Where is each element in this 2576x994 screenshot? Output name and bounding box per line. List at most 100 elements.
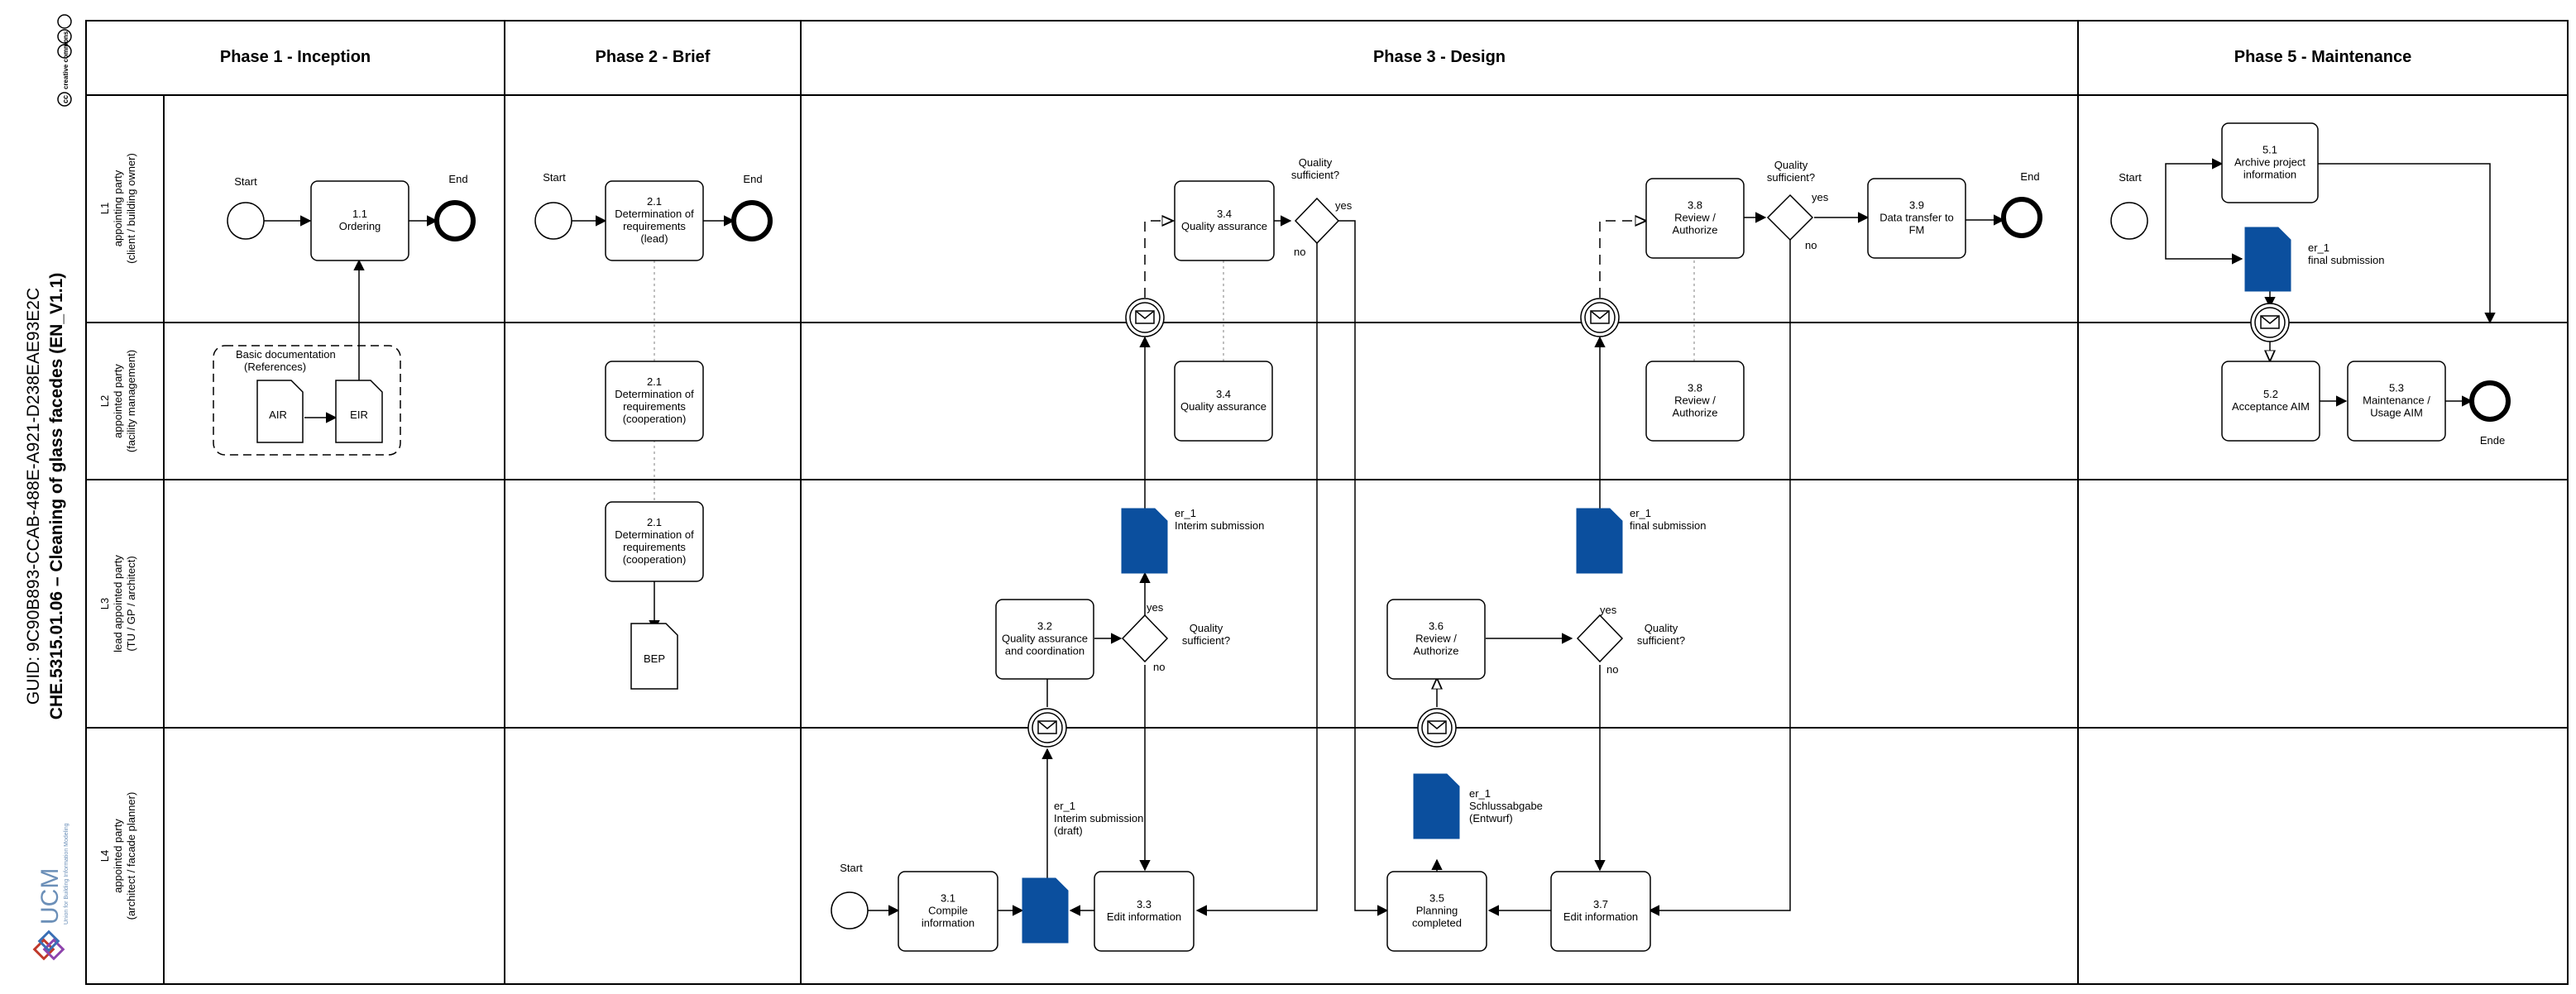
task-box: [995, 599, 1094, 680]
task-label: 5.1: [2262, 144, 2277, 156]
lane-id: L3: [98, 598, 111, 609]
message-event: [2250, 303, 2290, 342]
events: [227, 197, 2511, 929]
lane-subtitle: (client / building owner): [125, 153, 137, 264]
lane-title: appointed party: [112, 819, 124, 893]
gateway-yes: yes: [1147, 601, 1164, 614]
nd-icon: [57, 14, 72, 29]
lane-title: lead appointed party: [112, 555, 124, 652]
gateway-yes: yes: [1812, 191, 1829, 203]
message-events: [1027, 298, 2290, 748]
task-box: [605, 361, 704, 442]
group-label: (References): [244, 361, 306, 373]
doc-label: er_1: [2308, 241, 2329, 254]
flow: [2165, 158, 2224, 221]
lane-header-3: L3 lead appointed party (TU / GP / archi…: [98, 555, 137, 652]
task-box: [2221, 361, 2320, 442]
doc-label: er_1: [1175, 507, 1196, 519]
gateway-3-6: [1576, 614, 1624, 663]
task-label: Review /: [1674, 212, 1716, 224]
lane-id: L1: [98, 203, 111, 214]
task-box: [310, 180, 409, 261]
message-event: [1580, 298, 1620, 337]
start-event-p3: [831, 891, 869, 929]
air-document: [256, 380, 304, 443]
task-label: 3.8: [1688, 199, 1702, 212]
task-box: [1174, 361, 1273, 442]
creative-commons-badge: cc creative commons: [57, 14, 72, 107]
doc-label: Schlussabgabe: [1469, 800, 1543, 812]
task-label: requirements: [623, 220, 686, 232]
task-box: [1174, 180, 1275, 261]
task-box: [2347, 361, 2446, 442]
gateway-question: sufficient?: [1182, 634, 1230, 647]
task-label: 3.5: [1429, 892, 1444, 905]
er-schluss-document: [1413, 773, 1460, 839]
doc-label: Interim submission: [1054, 812, 1143, 824]
task-label: 3.2: [1037, 620, 1052, 633]
end-label: End: [2020, 170, 2039, 183]
task-box: [1645, 361, 1745, 442]
task-label: Determination of: [615, 208, 694, 220]
gateway-question: Quality: [1299, 156, 1333, 169]
message-event: [1417, 708, 1457, 748]
task-label: (lead): [640, 232, 668, 245]
task-label: Review /: [1674, 394, 1716, 407]
phase-header-1: Phase 1 - Inception: [220, 48, 371, 66]
task-label: FM: [1909, 224, 1925, 237]
task-label: 3.6: [1429, 620, 1444, 633]
task-label: Edit information: [1563, 910, 1638, 923]
message-event: [1027, 708, 1067, 748]
task-label: information: [922, 917, 974, 929]
task-label: Acceptance AIM: [2232, 400, 2310, 413]
doc-label: (draft): [1054, 824, 1083, 837]
doc-label: (Entwurf): [1469, 812, 1513, 824]
logo-text: UCM: [36, 868, 64, 925]
end-event-p3: [2001, 197, 2042, 238]
flow: [1144, 221, 1173, 298]
cc-label: creative commons: [62, 31, 69, 89]
bep-document: [630, 623, 678, 690]
doc-label: er_1: [1469, 787, 1491, 800]
start-label: Start: [2119, 171, 2142, 184]
er-interim-document: [1121, 508, 1168, 574]
lane-title: appointed party: [112, 364, 124, 438]
lane-title: appointing party: [112, 170, 124, 246]
gateway-no: no: [1294, 246, 1305, 258]
task-box: [1550, 871, 1651, 952]
end-label: Ende: [2480, 434, 2505, 447]
task-label: and coordination: [1005, 645, 1085, 657]
task-label: 2.1: [647, 195, 662, 208]
gateway-labels: Quality sufficient? yes no Quality suffi…: [1147, 156, 1829, 676]
lane-header-2: L2 appointed party (facility management): [98, 350, 137, 452]
group-label: Basic documentation: [236, 348, 336, 361]
start-label: Start: [234, 175, 257, 188]
air-label: AIR: [269, 409, 287, 421]
task-box: [1867, 178, 1966, 259]
gateway-yes: yes: [1600, 604, 1617, 616]
blue-data-objects: [1022, 227, 2291, 944]
task-label: 3.3: [1137, 898, 1152, 910]
end-event-p1: [434, 200, 476, 241]
task-box: [2221, 122, 2319, 203]
flow: [1195, 238, 1318, 916]
task-label: 2.1: [647, 516, 662, 528]
start-event-p1: [227, 202, 265, 240]
task-label: Usage AIM: [2370, 407, 2423, 419]
flows: [264, 158, 2496, 916]
doc-label: final submission: [1630, 519, 1707, 532]
gateway-question: Quality: [1190, 622, 1223, 634]
